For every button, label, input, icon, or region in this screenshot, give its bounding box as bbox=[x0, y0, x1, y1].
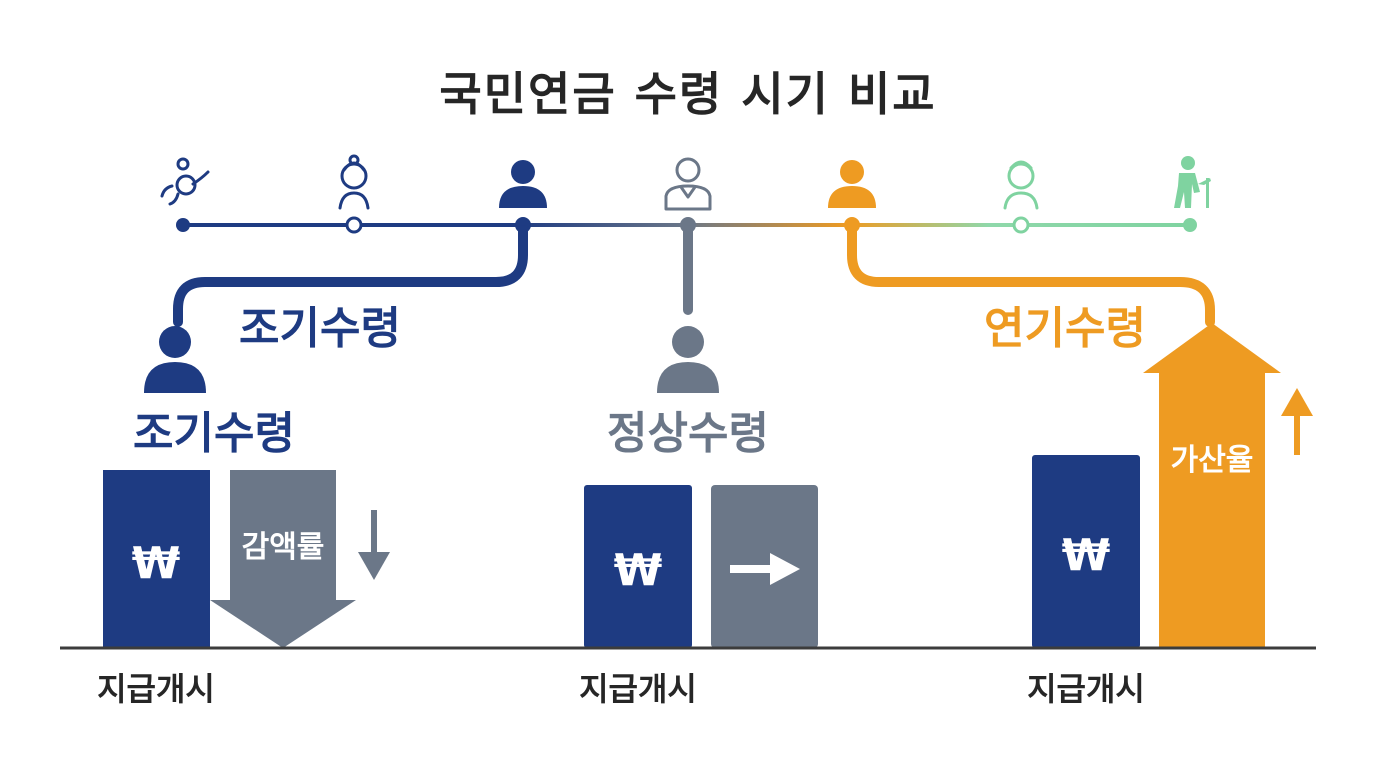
life-timeline bbox=[160, 154, 1211, 234]
adult-person-icon-deferred bbox=[828, 160, 876, 208]
normal-baseline-label: 지급개시 bbox=[579, 670, 697, 708]
reduction-rate-label: 감액률 bbox=[242, 530, 325, 565]
arrow-down-icon bbox=[358, 510, 390, 580]
arrow-right-icon bbox=[730, 553, 800, 585]
timeline-dot-child bbox=[345, 216, 363, 234]
won-icon-normal: ₩ bbox=[614, 545, 663, 596]
person-outline-icon bbox=[664, 157, 712, 211]
timeline-dot-baby bbox=[176, 218, 190, 232]
deferred-branch-connector bbox=[847, 225, 1215, 327]
deferred-pension-block bbox=[1032, 455, 1140, 648]
timeline-dot-elderly bbox=[1012, 216, 1030, 234]
deferred-branch-label: 연기수령 bbox=[984, 303, 1146, 354]
child-icon bbox=[338, 154, 370, 210]
normal-person-icon bbox=[657, 326, 719, 393]
normal-pension-block bbox=[584, 485, 692, 648]
early-person-icon bbox=[144, 326, 206, 393]
increase-rate-label: 가산율 bbox=[1171, 443, 1254, 478]
elderly-person-outline-icon bbox=[1003, 160, 1039, 210]
timeline-dot-final bbox=[1183, 218, 1197, 232]
deferred-baseline-label: 지급개시 bbox=[1027, 670, 1145, 708]
early-heading: 조기수령 bbox=[133, 408, 295, 459]
baby-icon bbox=[160, 157, 210, 206]
adult-person-icon bbox=[499, 160, 547, 208]
early-pension-block bbox=[103, 470, 210, 648]
increase-arrow bbox=[1143, 323, 1281, 648]
page-title: 국민연금 수령 시기 비교 bbox=[439, 67, 937, 121]
elderly-cane-icon bbox=[1174, 156, 1211, 208]
early-branch-label: 조기수령 bbox=[239, 303, 401, 354]
won-icon: ₩ bbox=[132, 538, 181, 589]
reduction-arrow bbox=[210, 470, 356, 648]
early-baseline-label: 지급개시 bbox=[97, 670, 215, 708]
won-icon-deferred: ₩ bbox=[1062, 530, 1111, 581]
early-branch-connector bbox=[173, 225, 528, 327]
normal-heading: 정상수령 bbox=[607, 408, 769, 459]
arrow-up-icon bbox=[1281, 388, 1313, 455]
